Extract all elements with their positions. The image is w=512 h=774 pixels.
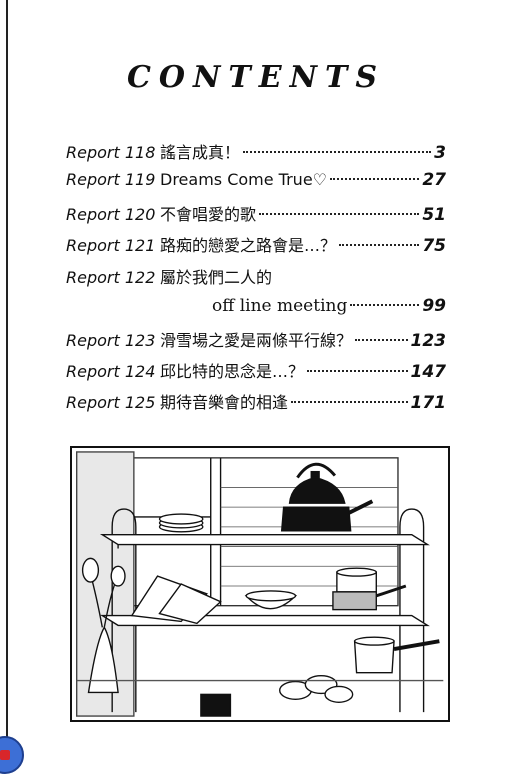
page-number: 75 <box>422 236 446 256</box>
report-number: Report 121 <box>66 236 156 255</box>
chapter-title: Dreams Come True♡ <box>160 170 328 189</box>
toc-entry-119[interactable]: Report 119 Dreams Come True♡ 27 <box>66 170 446 196</box>
report-number: Report 124 <box>66 362 156 381</box>
page-number: 51 <box>422 205 446 225</box>
report-number: Report 123 <box>66 331 156 350</box>
chapter-title-line2: off line meeting <box>212 296 348 316</box>
page-number: 99 <box>422 296 446 316</box>
kitchen-shelf-illustration <box>70 446 450 722</box>
toc-entry-125[interactable]: Report 125 期待音樂會的相逢 171 <box>66 389 446 415</box>
page-number: 3 <box>434 143 446 163</box>
toc-entry-122[interactable]: Report 122 屬於我們二人的 off line meeting 99 <box>66 264 446 320</box>
report-number: Report 118 <box>66 143 156 162</box>
toc-entry-118[interactable]: Report 118 謠言成真！ 3 <box>66 139 446 165</box>
page-number: 123 <box>410 331 447 351</box>
toc-entry-121[interactable]: Report 121 路痴的戀愛之路會是…？ 75 <box>66 232 446 258</box>
toc-entry-120[interactable]: Report 120 不會唱愛的歌 51 <box>66 201 446 227</box>
chapter-title: 不會唱愛的歌 <box>160 205 257 224</box>
page-number: 171 <box>410 393 447 413</box>
page-number: 27 <box>422 170 446 190</box>
page-edge-rule <box>6 0 8 768</box>
page-number: 147 <box>410 362 447 382</box>
report-number: Report 120 <box>66 205 156 224</box>
toc-entry-123[interactable]: Report 123 滑雪場之愛是兩條平行線？ 123 <box>66 327 446 353</box>
chapter-title: 路痴的戀愛之路會是…？ <box>160 236 337 255</box>
chapter-title: 邱比特的思念是…？ <box>160 362 305 381</box>
contents-title: CONTENTS <box>126 60 386 95</box>
toc-entry-124[interactable]: Report 124 邱比特的思念是…？ 147 <box>66 358 446 384</box>
chapter-title: 謠言成真！ <box>160 143 241 162</box>
chapter-title: 屬於我們二人的 <box>160 268 273 287</box>
report-number: Report 122 <box>66 268 156 287</box>
chapter-title: 期待音樂會的相逢 <box>160 393 289 412</box>
corner-sticker <box>0 736 24 774</box>
report-number: Report 125 <box>66 393 156 412</box>
report-number: Report 119 <box>66 170 156 189</box>
chapter-title: 滑雪場之愛是兩條平行線？ <box>160 331 353 350</box>
